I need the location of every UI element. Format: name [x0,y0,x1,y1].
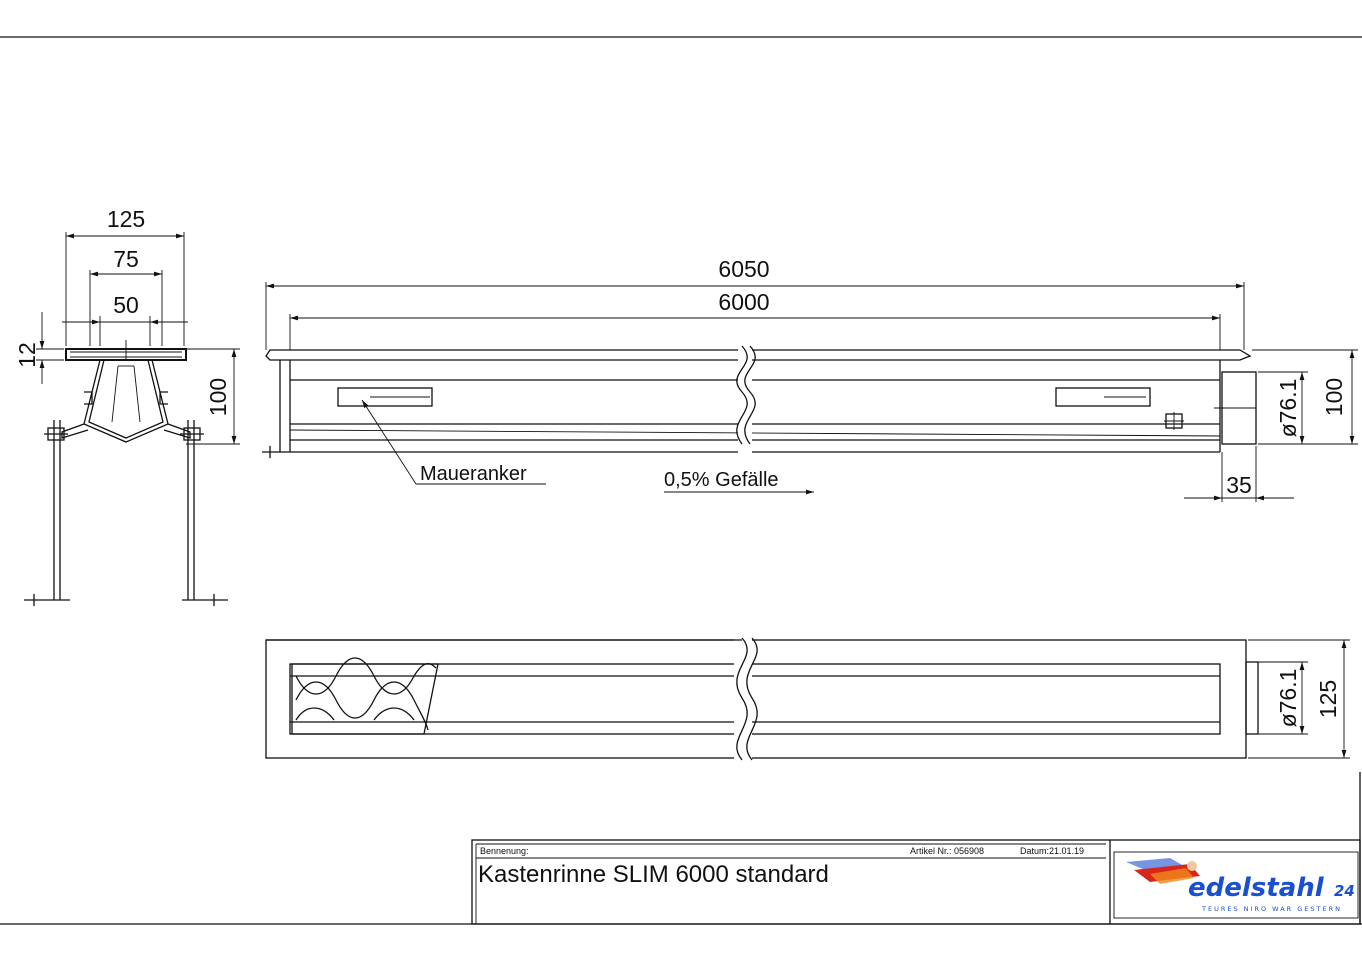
dim-outlet-diameter-side-label: ø76.1 [1275,379,1301,438]
logo-brand-number: 24 [1334,882,1355,900]
dim-100-side-label: 100 [1321,378,1347,416]
dim-100-profile-label: 100 [205,378,231,416]
cross-section-view: 125 75 50 12 100 [14,206,240,606]
edelstahl24-logo: edelstahl 24 TEURES NIRO WAR GESTERN [1126,858,1355,913]
slope-label: 0,5% Gefälle [664,469,779,491]
drawing-title: Kastenrinne SLIM 6000 standard [478,861,829,888]
dim-50-label: 50 [113,292,139,318]
dim-125-label: 125 [107,206,145,232]
article-number-label: Artikel Nr.: 056908 [910,846,984,856]
designation-label: Bennenung: [480,846,529,856]
dim-6000-label: 6000 [718,289,769,315]
dim-12-label: 12 [14,342,40,368]
title-block: Bennenung: Artikel Nr.: 056908 Datum:21.… [471,839,1361,925]
date-label: Datum:21.01.19 [1020,846,1084,856]
dim-125-top-label: 125 [1315,680,1341,718]
dim-35-label: 35 [1226,472,1252,498]
side-view: 6050 6000 [262,256,1358,502]
dim-75-label: 75 [113,246,139,272]
dim-6050-label: 6050 [718,256,769,282]
logo-brand-text: edelstahl [1188,873,1325,903]
dim-outlet-diameter-top-label: ø76.1 [1275,669,1301,728]
top-view: ø76.1 125 [265,636,1350,762]
anchor-callout-label: Maueranker [420,463,527,485]
logo-tagline: TEURES NIRO WAR GESTERN [1201,905,1342,913]
